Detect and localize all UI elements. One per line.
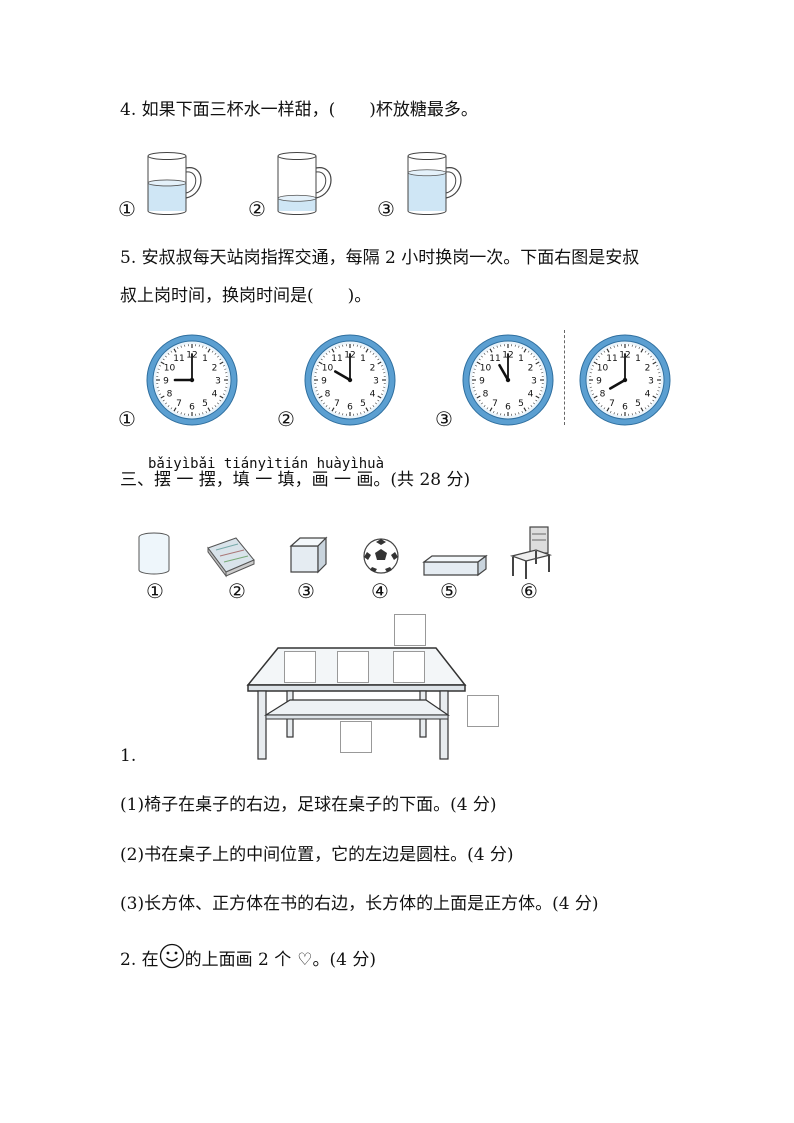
question-5-line2: 叔上岗时间，换岗时间是( )。 — [120, 286, 372, 306]
clock-number: 7 — [609, 399, 615, 409]
clock-number: 5 — [360, 399, 366, 409]
objects-row — [120, 522, 570, 582]
smiley-face-icon — [159, 943, 184, 969]
clock-number: 11 — [173, 354, 184, 364]
clock-number: 11 — [331, 354, 342, 364]
clock-number: 2 — [212, 364, 218, 374]
clock-number: 9 — [596, 377, 602, 387]
clock-number: 1 — [635, 354, 641, 364]
clock-number: 9 — [321, 377, 327, 387]
clock-label-2: ② — [277, 407, 295, 431]
clock-number: 11 — [606, 354, 617, 364]
question-4-text: 4. 如果下面三杯水一样甜，( )杯放糖最多。 — [120, 100, 478, 120]
cup-label-2: ② — [248, 197, 266, 221]
clock-number: 10 — [164, 364, 176, 374]
cup-label-3: ③ — [377, 197, 395, 221]
clock-2: 121234567891011 — [303, 333, 397, 431]
clock-number: 8 — [483, 390, 489, 400]
answer-box-table-right[interactable] — [393, 651, 425, 683]
clock-number: 5 — [518, 399, 524, 409]
question-2-prefix: 2. 在 — [120, 950, 159, 970]
clock-number: 3 — [648, 377, 654, 387]
clock-number: 2 — [645, 364, 651, 374]
clock-number: 4 — [212, 390, 218, 400]
object-label-1: ① — [146, 579, 164, 603]
book-icon — [207, 537, 255, 578]
answer-box-below[interactable] — [340, 721, 372, 753]
section-3-pinyin: bǎiyìbǎi tiányìtián huàyìhuà — [148, 456, 385, 472]
object-label-6: ⑥ — [520, 579, 538, 603]
table-figure — [240, 612, 520, 767]
hour-hand — [333, 370, 352, 382]
divider-dashed — [564, 330, 565, 425]
object-label-4: ④ — [371, 579, 389, 603]
clock-number: 1 — [202, 354, 208, 364]
clock-start-time: 121234567891011 — [578, 333, 672, 431]
clock-3: 121234567891011 — [461, 333, 555, 431]
answer-box-right[interactable] — [467, 695, 499, 727]
clock-number: 8 — [167, 390, 173, 400]
cups-figure — [147, 152, 462, 215]
object-label-3: ③ — [297, 579, 315, 603]
cup-label-1: ① — [118, 197, 136, 221]
question-1-statement-1: (1)椅子在桌子的右边，足球在桌子的下面。(4 分) — [120, 795, 497, 815]
question-2-middle: 的上面画 2 个 — [184, 950, 292, 970]
answer-box-table-left[interactable] — [284, 651, 316, 683]
clock-number: 1 — [518, 354, 524, 364]
clock-number: 3 — [373, 377, 379, 387]
cylinder-icon — [138, 532, 170, 575]
clock-number: 1 — [360, 354, 366, 364]
clock-number: 3 — [531, 377, 537, 387]
question-2-suffix: 。(4 分) — [312, 950, 376, 970]
clock-number: 6 — [505, 403, 511, 413]
question-1-number: 1. — [120, 746, 137, 766]
clock-number: 5 — [635, 399, 641, 409]
object-label-5: ⑤ — [440, 579, 458, 603]
section-3-title: 三、摆 一 摆，填 一 填，画 一 画。(共 28 分) — [120, 470, 471, 490]
object-label-2: ② — [228, 579, 246, 603]
clock-number: 4 — [528, 390, 534, 400]
clock-number: 4 — [645, 390, 651, 400]
question-1-statement-2: (2)书在桌子上的中间位置，它的左边是圆柱。(4 分) — [120, 845, 514, 865]
clock-number: 6 — [189, 403, 195, 413]
clock-number: 7 — [334, 399, 340, 409]
question-1-statement-3: (3)长方体、正方体在书的右边，长方体的上面是正方体。(4 分) — [120, 894, 599, 914]
clock-number: 9 — [479, 377, 485, 387]
cup-3 — [407, 152, 462, 215]
clock-number: 5 — [202, 399, 208, 409]
clock-number: 3 — [215, 377, 221, 387]
heart-icon: ♡ — [297, 950, 313, 970]
hour-hand — [498, 363, 510, 382]
clock-number: 10 — [480, 364, 492, 374]
clock-number: 8 — [325, 390, 331, 400]
clock-number: 7 — [492, 399, 498, 409]
answer-box-top[interactable] — [394, 614, 426, 646]
clock-label-1: ① — [118, 407, 136, 431]
cuboid-icon — [422, 554, 488, 577]
answer-box-table-middle[interactable] — [337, 651, 369, 683]
clock-label-3: ③ — [435, 407, 453, 431]
hour-hand — [608, 378, 627, 390]
cups-row — [118, 150, 498, 220]
clock-number: 6 — [347, 403, 353, 413]
chair-icon — [509, 526, 553, 579]
soccer-ball-icon — [363, 538, 399, 574]
clock-number: 9 — [163, 377, 169, 387]
cube-icon — [289, 536, 328, 574]
cup-2 — [277, 152, 332, 215]
clock-number: 2 — [370, 364, 376, 374]
clock-number: 8 — [600, 390, 606, 400]
clock-number: 7 — [176, 399, 182, 409]
cup-1 — [147, 152, 202, 215]
clock-number: 11 — [489, 354, 500, 364]
clock-number: 6 — [622, 403, 628, 413]
clock-1: 121234567891011 — [145, 333, 239, 431]
clock-number: 4 — [370, 390, 376, 400]
question-2: 2. 在 的上面画 2 个♡。(4 分) — [120, 943, 376, 971]
clock-number: 2 — [528, 364, 534, 374]
clock-number: 10 — [322, 364, 334, 374]
question-5-line1: 5. 安叔叔每天站岗指挥交通，每隔 2 小时换岗一次。下面右图是安叔 — [120, 248, 640, 268]
clock-number: 10 — [597, 364, 609, 374]
